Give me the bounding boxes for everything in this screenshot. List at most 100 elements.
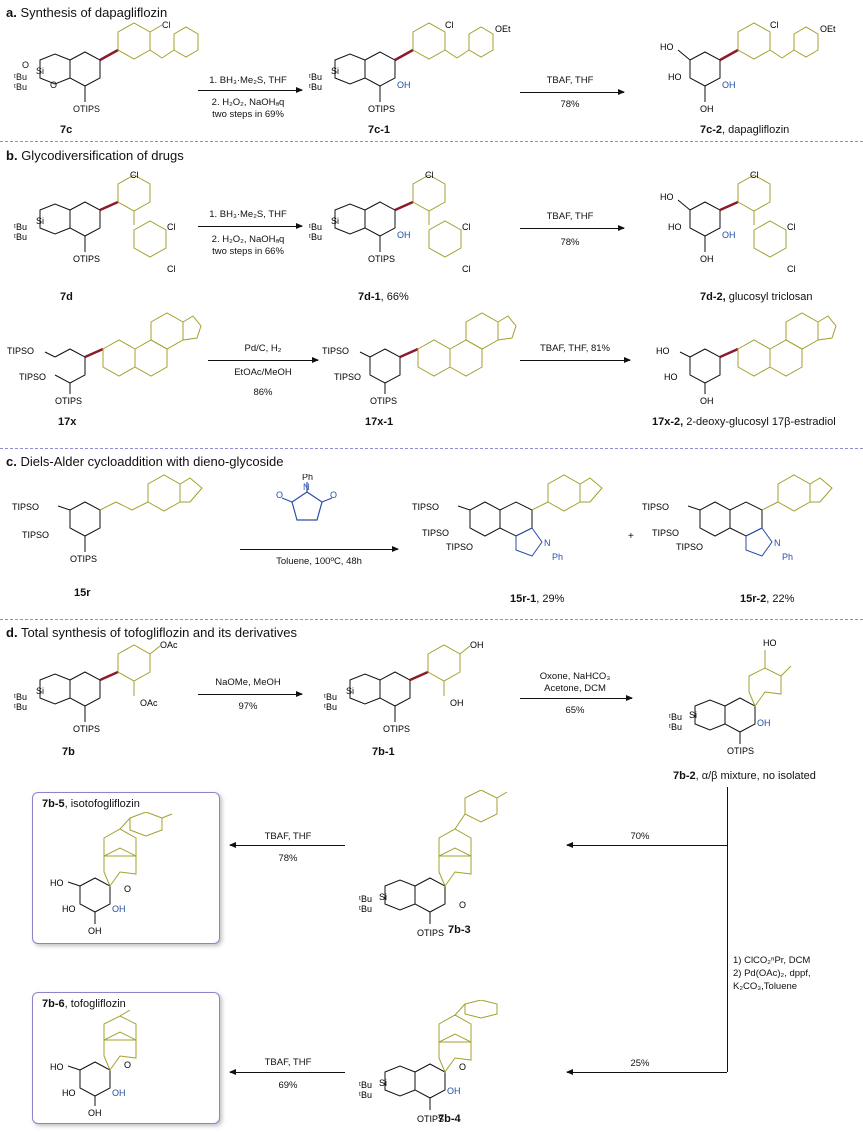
maleimide-reagent: O O N Ph (276, 474, 337, 521)
condition-d1-line1: NaOMe, MeOH (215, 677, 281, 688)
label-7c: 7c (60, 124, 73, 136)
molecule-15r-1: TIPSO TIPSO TIPSO N Ph (412, 474, 603, 562)
svg-text:O: O (124, 884, 131, 894)
svg-text:HO: HO (668, 222, 682, 232)
svg-text:ᵗBu: ᵗBu (309, 232, 322, 242)
label-7b-2: 7b-2, α/β mixture, no isolated (673, 770, 816, 782)
label-17x-1: 17x-1 (365, 416, 394, 428)
condition-a1-line1: 1. BH₃·Me₂S, THF (209, 75, 287, 86)
label-7d-1: 7d-1, 66% (358, 291, 409, 303)
svg-text:OH: OH (700, 396, 714, 406)
molecule-7b: OAc OAc ᵗBu Si ᵗBu OTIPS (14, 640, 178, 734)
svg-text:ᵗBu: ᵗBu (669, 712, 682, 722)
svg-text:Cl: Cl (425, 170, 434, 180)
svg-text:OH: OH (757, 718, 771, 728)
molecule-7c-1: Cl OEt OH ᵗBu Si ᵗBu OTIPS (309, 20, 511, 114)
arrow-d5 (229, 842, 345, 848)
condition-d4-line3: K₂CO₃,Toluene (733, 981, 798, 992)
svg-text:O: O (276, 490, 283, 500)
condition-b2-line1: TBAF, THF (546, 211, 594, 222)
arrow-a1 (198, 87, 303, 93)
molecule-7d-2: Cl Cl Cl HO HO OH OH (660, 170, 796, 274)
svg-text:OTIPS: OTIPS (70, 554, 97, 564)
svg-text:TIPSO: TIPSO (642, 502, 669, 512)
svg-text:OH: OH (722, 80, 736, 90)
svg-text:OH: OH (112, 904, 126, 914)
branch-vertical-line (727, 787, 728, 1072)
svg-text:ᵗBu: ᵗBu (309, 72, 322, 82)
svg-text:Si: Si (379, 1078, 387, 1088)
section-b-title: b. Glycodiversification of drugs (6, 148, 184, 163)
svg-text:ᵗBu: ᵗBu (14, 702, 27, 712)
svg-text:Si: Si (379, 892, 387, 902)
molecule-7b-6: HO HO OH OH O (50, 1010, 137, 1118)
arrow-d1 (198, 691, 303, 697)
svg-text:Cl: Cl (167, 222, 176, 232)
condition-d2-line1: Oxone, NaHCO₃ (539, 671, 611, 682)
condition-a1-line2: 2. H₂O₂, NaOHₐq (211, 97, 285, 108)
label-7b-1: 7b-1 (372, 746, 395, 758)
molecule-7b-4: O OH ᵗBu Si ᵗBu OTIPS (359, 1000, 498, 1124)
svg-text:O: O (50, 80, 57, 90)
svg-text:TIPSO: TIPSO (22, 530, 49, 540)
svg-text:OTIPS: OTIPS (727, 746, 754, 756)
molecule-7c-2: Cl OEt HO HO OH OH (660, 20, 836, 114)
plus-sign: + (628, 531, 634, 542)
svg-text:TIPSO: TIPSO (19, 372, 46, 382)
svg-text:Ph: Ph (302, 474, 313, 482)
condition-b1-line1: 1. BH₃·Me₂S, THF (209, 209, 287, 220)
section-a-title: a. Synthesis of dapagliflozin (6, 5, 168, 20)
svg-text:OH: OH (447, 1086, 461, 1096)
svg-text:Cl: Cl (162, 20, 171, 30)
arrow-d6 (229, 1069, 345, 1075)
arrow-b3 (208, 357, 319, 363)
svg-text:OH: OH (470, 640, 484, 650)
label-17x: 17x (58, 416, 77, 428)
svg-text:Si: Si (689, 710, 697, 720)
molecule-7d-1: Cl Cl Cl OH ᵗBu Si ᵗBu OTIPS (309, 170, 471, 274)
svg-text:Cl: Cl (167, 264, 176, 274)
molecule-7b-5: HO HO OH OH O (50, 812, 173, 936)
condition-b3-line1: Pd/C, H₂ (244, 343, 282, 354)
svg-text:Si: Si (36, 686, 44, 696)
label-15r: 15r (74, 587, 91, 599)
svg-text:N: N (303, 482, 310, 492)
condition-b3-line2: EtOAc/MeOH (234, 367, 292, 378)
svg-text:HO: HO (763, 638, 777, 648)
svg-text:OH: OH (722, 230, 736, 240)
svg-text:OEt: OEt (820, 24, 836, 34)
svg-text:O: O (330, 490, 337, 500)
svg-text:ᵗBu: ᵗBu (359, 904, 372, 914)
condition-d2-line3: 65% (565, 705, 585, 716)
svg-text:OH: OH (450, 698, 464, 708)
svg-text:OH: OH (88, 1108, 102, 1118)
svg-text:OAc: OAc (140, 698, 158, 708)
svg-text:Si: Si (331, 66, 339, 76)
svg-text:Cl: Cl (750, 170, 759, 180)
divider-a-b (0, 141, 863, 142)
svg-text:TIPSO: TIPSO (12, 502, 39, 512)
svg-text:TIPSO: TIPSO (7, 346, 34, 356)
svg-text:Cl: Cl (770, 20, 779, 30)
svg-text:N: N (544, 538, 551, 548)
svg-text:HO: HO (660, 42, 674, 52)
svg-text:TIPSO: TIPSO (446, 542, 473, 552)
svg-text:ᵗBu: ᵗBu (324, 702, 337, 712)
svg-text:ᵗBu: ᵗBu (324, 692, 337, 702)
svg-text:OH: OH (397, 230, 411, 240)
section-d-title: d. Total synthesis of tofogliflozin and … (6, 625, 297, 640)
svg-text:OTIPS: OTIPS (73, 724, 100, 734)
molecule-15r: TIPSO TIPSO OTIPS (12, 474, 203, 564)
svg-text:Cl: Cl (130, 170, 139, 180)
svg-text:OTIPS: OTIPS (368, 104, 395, 114)
svg-text:Cl: Cl (462, 222, 471, 232)
svg-text:OH: OH (700, 254, 714, 264)
arrow-c1 (240, 546, 399, 552)
label-15r-2: 15r-2, 22% (740, 593, 795, 605)
svg-text:HO: HO (668, 72, 682, 82)
label-7b-3: 7b-3 (448, 924, 471, 936)
svg-text:OTIPS: OTIPS (417, 928, 444, 938)
svg-text:Cl: Cl (787, 222, 796, 232)
molecule-15r-2: TIPSO TIPSO TIPSO N Ph (642, 474, 833, 562)
svg-text:ᵗBu: ᵗBu (669, 722, 682, 732)
